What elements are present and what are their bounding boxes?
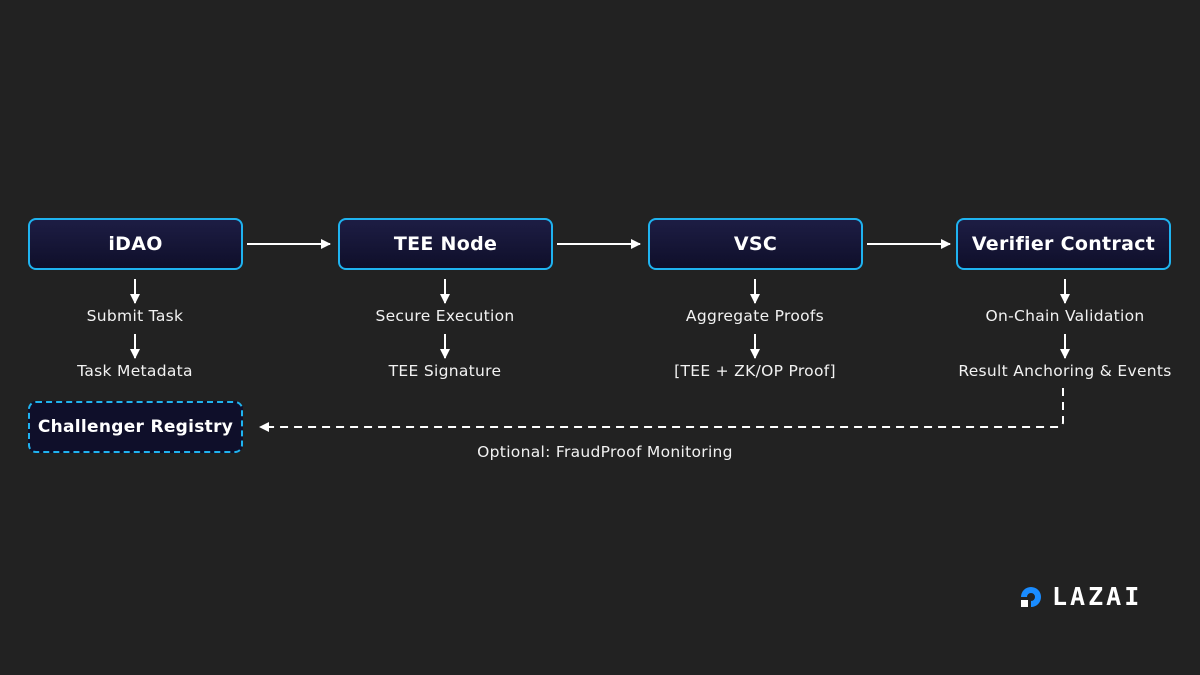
step-vsc-1: Aggregate Proofs [685, 307, 825, 325]
node-idao-label: iDAO [108, 233, 163, 255]
lazai-logo: LAZAI [1018, 582, 1142, 611]
node-verifier-contract: Verifier Contract [956, 218, 1171, 270]
step-verifier-2: Result Anchoring & Events [958, 362, 1172, 380]
node-verifier-contract-label: Verifier Contract [971, 233, 1156, 255]
lazai-logo-text: LAZAI [1052, 582, 1143, 611]
step-idao-2: Task Metadata [77, 362, 193, 380]
fraudproof-dashed-path [259, 388, 1064, 432]
node-idao: iDAO [28, 218, 243, 270]
node-tee: TEE Node [338, 218, 553, 270]
fraudproof-label: Optional: FraudProof Monitoring [477, 443, 733, 461]
step-tee-2: TEE Signature [388, 362, 502, 380]
step-verifier-1: On-Chain Validation [985, 307, 1145, 325]
node-vsc: VSC [648, 218, 863, 270]
step-vsc-2: [TEE + ZK/OP Proof] [674, 362, 836, 380]
node-challenger-registry-label: Challenger Registry [37, 417, 234, 437]
node-tee-label: TEE Node [393, 233, 498, 255]
node-vsc-label: VSC [733, 233, 778, 255]
step-tee-1: Secure Execution [375, 307, 515, 325]
node-challenger-registry: Challenger Registry [28, 401, 243, 453]
lazai-logo-icon [1021, 586, 1041, 607]
step-idao-1: Submit Task [86, 307, 184, 325]
